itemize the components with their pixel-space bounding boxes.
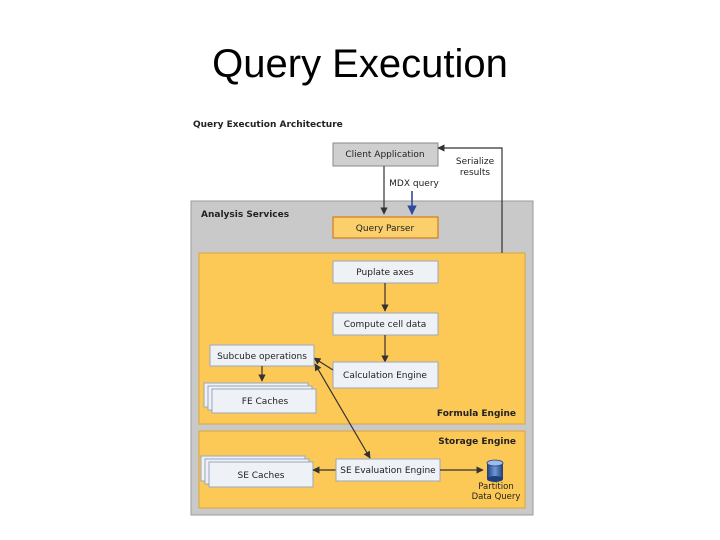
storage-engine-label: Storage Engine [438,437,516,447]
se-caches-label: SE Caches [238,471,285,481]
fe-caches-label: FE Caches [242,397,289,407]
se-caches-box [208,461,314,488]
populate-axes-label: Puplate axes [356,268,414,278]
subcube-to-se-eval-arrow [314,363,371,459]
serialize-results-arrow [437,144,503,253]
mdx-query-label: MDX query [389,179,439,189]
diagram-heading: Query Execution Architecture [193,120,343,130]
query-parser-box [332,216,439,239]
fe-caches-box [211,388,317,414]
client-application-box [332,142,439,167]
subcube-operations-label: Subcube operations [217,352,307,362]
partition-label-line1: Partition [478,482,513,492]
calculation-engine-label: Calculation Engine [343,371,427,381]
serialize-results-line2: results [460,168,490,178]
serialize-results-line1: Serialize [456,157,495,167]
analysis-services-label: Analysis Services [201,210,289,220]
se-evaluation-engine-label: SE Evaluation Engine [340,466,436,476]
compute-cell-data-label: Compute cell data [344,320,427,330]
partition-label-line2: Data Query [472,492,521,502]
slide-title: Query Execution [212,42,508,86]
query-parser-label: Query Parser [356,224,415,234]
formula-engine-label: Formula Engine [437,409,516,419]
database-icon [486,459,504,482]
client-application-label: Client Application [345,150,424,160]
